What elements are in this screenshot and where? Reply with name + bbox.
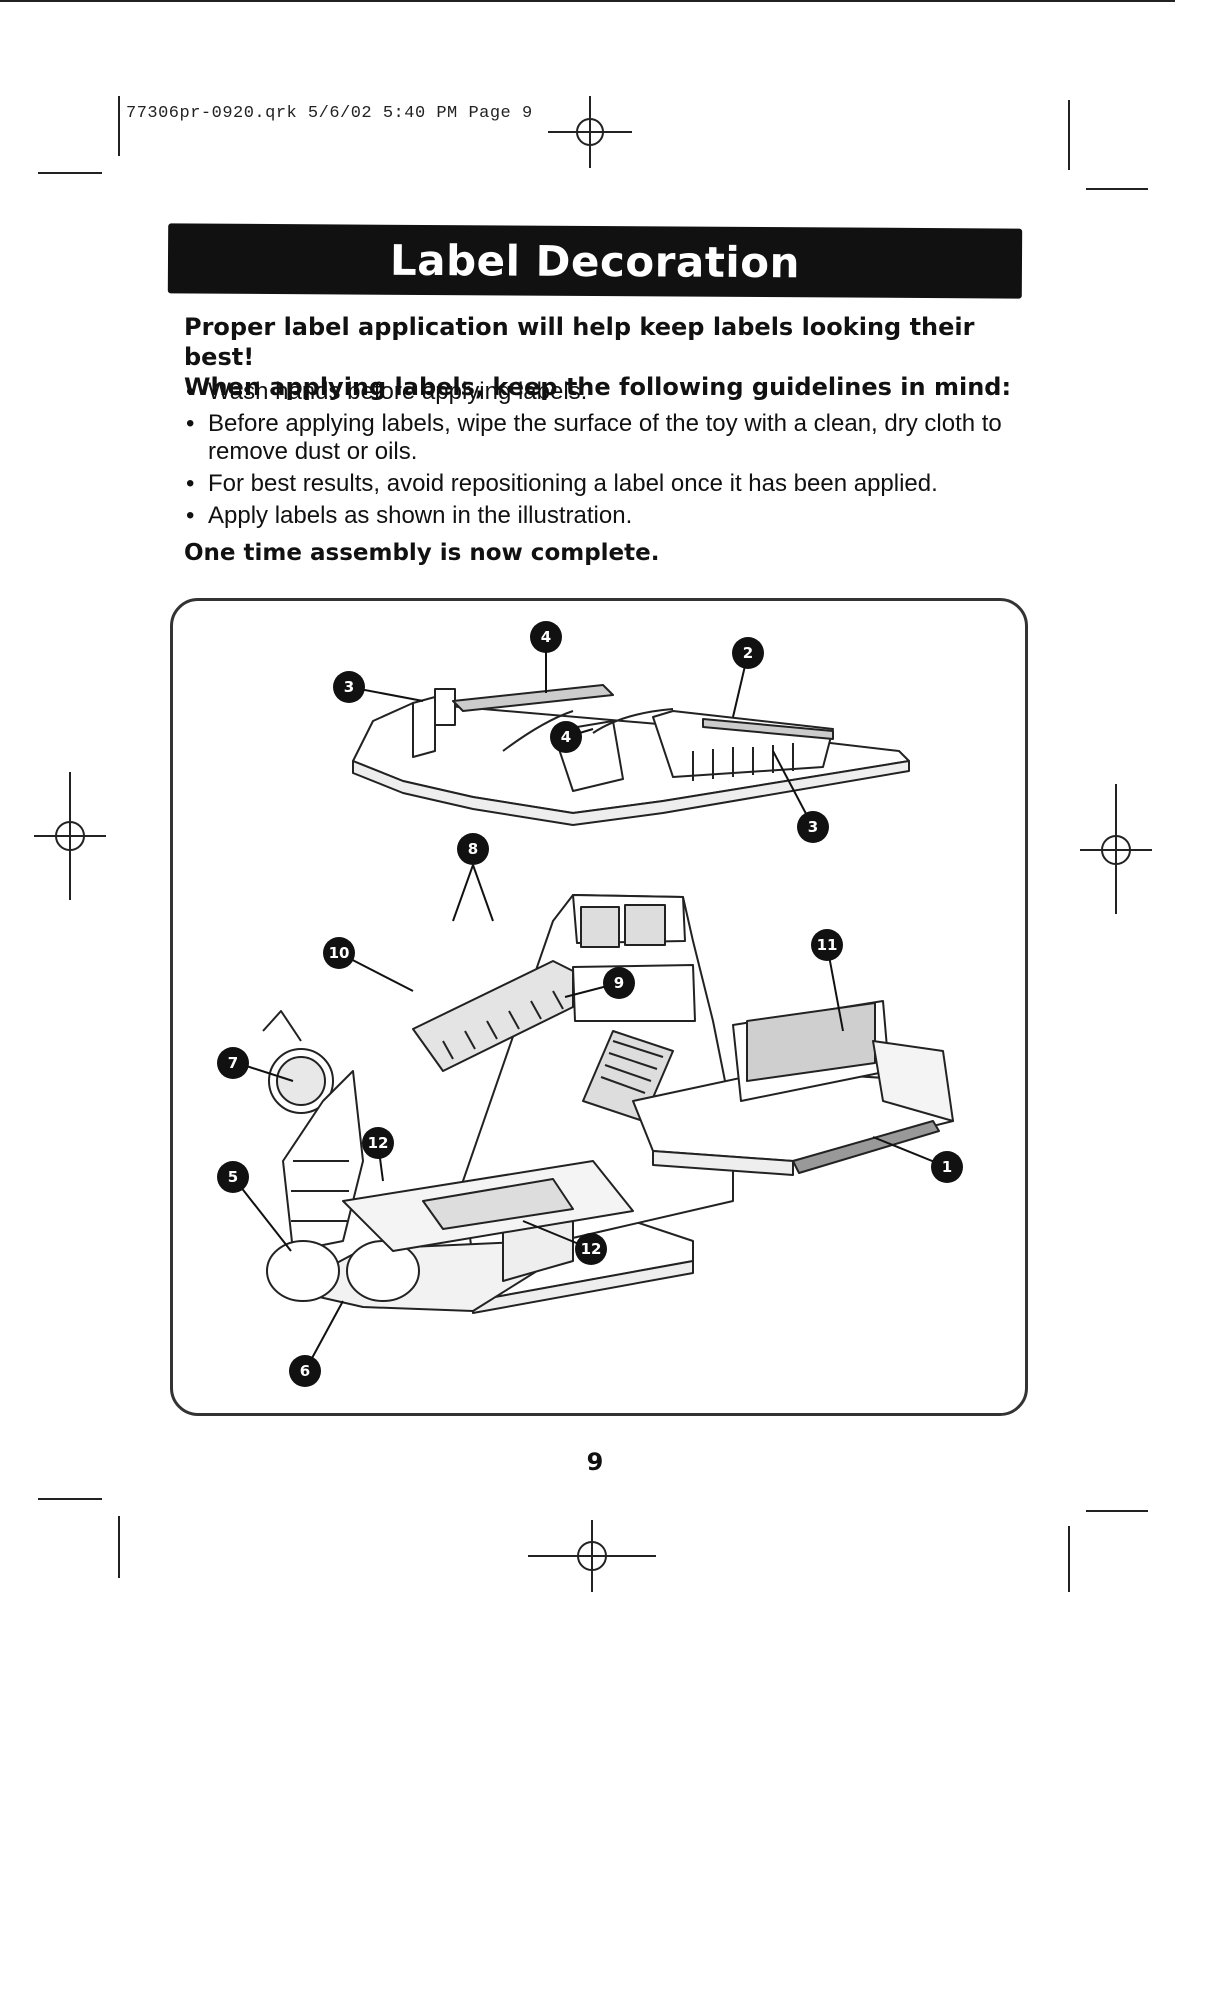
top-edge-line [0, 0, 1175, 2]
registration-mark-top [548, 96, 632, 168]
crop-mark [1086, 188, 1148, 190]
print-slug: 77306pr-0920.qrk 5/6/02 5:40 PM Page 9 [126, 104, 533, 123]
guideline-list: Wash hands before applying labels. Befor… [184, 378, 1034, 534]
callout-marker: 9 [603, 967, 635, 999]
svg-text:3: 3 [808, 818, 818, 836]
svg-text:2: 2 [743, 644, 753, 662]
callout-marker: 4 [550, 721, 582, 753]
ramp-piece [352, 684, 910, 826]
section-title-bar: Label Decoration [167, 223, 1023, 299]
svg-text:6: 6 [300, 1362, 310, 1380]
gate-piece [632, 1000, 954, 1176]
svg-text:11: 11 [817, 936, 838, 954]
callout-marker: 3 [797, 811, 829, 843]
callout-marker: 7 [217, 1047, 249, 1079]
svg-text:3: 3 [344, 678, 354, 696]
callout-layer: 4 2 3 4 3 8 10 9 11 7 12 5 12 1 6 [217, 621, 963, 1387]
svg-text:8: 8 [468, 840, 478, 858]
page-title: Label Decoration [389, 235, 801, 287]
crop-mark [1086, 1510, 1148, 1512]
callout-marker: 5 [217, 1161, 249, 1193]
callout-marker: 11 [811, 929, 843, 961]
callout-marker: 3 [333, 671, 365, 703]
svg-text:9: 9 [614, 974, 624, 992]
svg-text:7: 7 [228, 1054, 238, 1072]
callout-marker: 1 [931, 1151, 963, 1183]
guideline-item: Wash hands before applying labels. [184, 378, 1034, 406]
guideline-item: Before applying labels, wipe the surface… [184, 410, 1008, 466]
toy-label-diagram [262, 684, 954, 1314]
crane-tower [262, 894, 734, 1314]
registration-mark-left [34, 772, 106, 900]
svg-text:12: 12 [368, 1134, 389, 1152]
crop-mark [1068, 100, 1070, 170]
crop-mark [1068, 1526, 1070, 1592]
callout-marker: 4 [530, 621, 562, 653]
crop-mark [118, 96, 120, 156]
registration-mark-bottom [528, 1520, 656, 1592]
svg-text:12: 12 [581, 1240, 602, 1258]
crop-mark [38, 172, 102, 174]
registration-mark-right [1080, 784, 1152, 914]
callout-marker: 6 [289, 1355, 321, 1387]
intro-line: Proper label application will help keep … [184, 313, 975, 371]
page-number: 9 [586, 1448, 604, 1476]
callout-marker: 8 [457, 833, 489, 865]
crop-mark [38, 1498, 102, 1500]
guideline-item: Apply labels as shown in the illustratio… [184, 502, 1034, 530]
callout-marker: 12 [362, 1127, 394, 1159]
callout-marker: 2 [732, 637, 764, 669]
svg-text:4: 4 [541, 628, 551, 646]
crop-mark [118, 1516, 120, 1578]
callout-marker: 10 [323, 937, 355, 969]
svg-text:5: 5 [228, 1168, 238, 1186]
svg-text:1: 1 [942, 1158, 952, 1176]
svg-text:4: 4 [561, 728, 571, 746]
svg-text:10: 10 [329, 944, 350, 962]
guideline-item: For best results, avoid repositioning a … [184, 470, 1034, 498]
callout-marker: 12 [575, 1233, 607, 1265]
completion-note: One time assembly is now complete. [184, 540, 660, 566]
label-illustration: 4 2 3 4 3 8 10 9 11 7 12 5 12 1 6 [170, 598, 1028, 1416]
